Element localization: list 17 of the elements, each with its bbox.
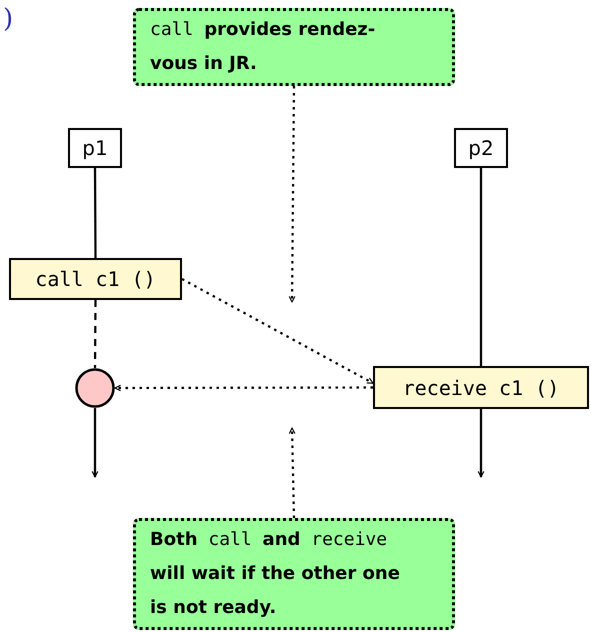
call-box: call c1 () — [9, 258, 182, 300]
lifeline — [94, 168, 97, 258]
dashed-line — [114, 384, 373, 392]
sync-point-circle — [75, 368, 115, 408]
dashed-line — [288, 427, 296, 518]
note-callout: Both call and receive will wait if the other one is not ready. — [133, 518, 455, 630]
dashed-line — [94, 300, 97, 368]
heading-fragment: ) — [3, 4, 14, 36]
process-box: p1 — [68, 128, 122, 168]
dashed-line — [181, 278, 374, 384]
receive-box: receive c1 () — [373, 366, 589, 409]
process-box: p2 — [454, 128, 508, 168]
lifeline — [480, 168, 482, 366]
arrow — [92, 408, 98, 478]
dashed-line — [288, 86, 296, 303]
note-callout: call provides rendez-vous in JR. — [133, 8, 455, 86]
arrow — [478, 409, 484, 478]
